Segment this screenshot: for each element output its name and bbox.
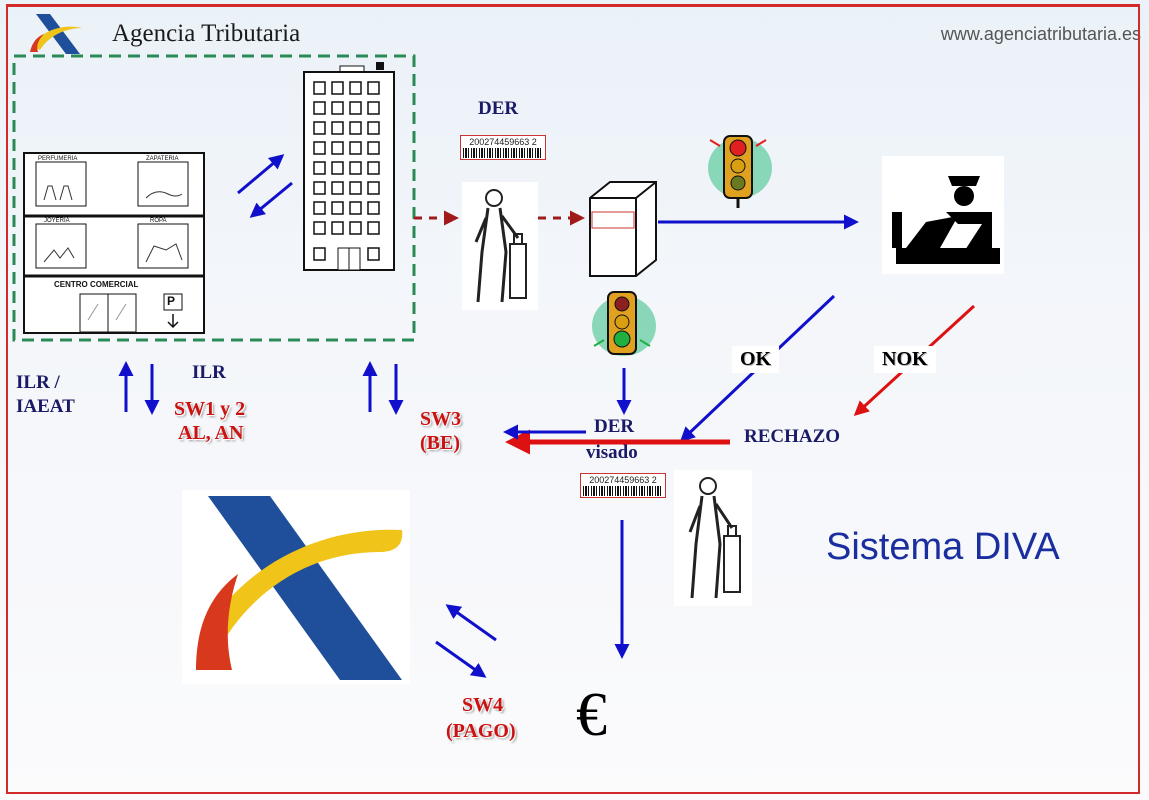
slide-frame: [6, 4, 1140, 794]
building-window: [313, 247, 326, 261]
sw12-label-line2: AL, AN: [178, 422, 244, 444]
building-window: [367, 101, 380, 115]
building-window: [313, 141, 326, 155]
building-window: [313, 201, 326, 215]
building-window: [349, 161, 362, 175]
building-window: [349, 221, 362, 235]
building-window: [313, 181, 326, 195]
traveler-icon: [462, 182, 538, 310]
building-window: [313, 101, 326, 115]
der-barcode: 200274459663 2: [460, 135, 546, 160]
building-window: [367, 121, 380, 135]
sw3-label-line2: (BE): [420, 432, 460, 454]
building-window: [367, 141, 380, 155]
ilr-iaeat-label-line1: ILR /: [16, 372, 60, 393]
shopping-mall-icon: [23, 152, 205, 334]
shop-label-perfumeria: PERFUMERIA: [38, 156, 78, 162]
building-window: [367, 181, 380, 195]
building-window: [331, 201, 344, 215]
agencia-tributaria-logo-icon: [30, 14, 82, 54]
building-window: [349, 201, 362, 215]
office-building-icon: [303, 62, 395, 271]
traffic-light-green-icon: [592, 291, 656, 356]
building-window: [331, 81, 344, 95]
traveler-visado-icon: [674, 470, 752, 606]
barcode-bars: [583, 486, 663, 496]
building-window: [331, 101, 344, 115]
der-visado-label-line1: DER: [594, 416, 635, 437]
building-window: [367, 221, 380, 235]
der-barcode-number: 200274459663 2: [469, 137, 537, 147]
customs-officer-icon: [882, 156, 1004, 274]
shop-label-zapateria: ZAPATERIA: [146, 156, 179, 162]
building-window: [349, 141, 362, 155]
building-window: [367, 247, 380, 261]
rechazo-label: RECHAZO: [744, 426, 841, 447]
building-window: [313, 221, 326, 235]
building-window: [331, 181, 344, 195]
building-window: [331, 161, 344, 175]
ok-label: OK: [732, 346, 780, 373]
aeat-large-logo-icon: [182, 490, 410, 684]
parking-sign: P: [167, 294, 176, 308]
traffic-light-red-icon: [708, 135, 772, 208]
kiosk-terminal-icon: [589, 181, 657, 277]
sistema-diva-title: Sistema DIVA: [826, 526, 1060, 568]
ilr-label: ILR: [192, 362, 226, 383]
mall-name: CENTRO COMERCIAL: [54, 280, 139, 289]
building-window: [313, 121, 326, 135]
building-window: [349, 101, 362, 115]
building-window: [313, 81, 326, 95]
building-window: [331, 221, 344, 235]
der-visado-barcode-number: 200274459663 2: [589, 475, 657, 485]
sw3-label-line1: SW3: [420, 408, 462, 430]
building-window: [331, 141, 344, 155]
der-visado-label-line2: visado: [586, 442, 638, 463]
shop-label-ropa: ROPA: [150, 218, 167, 224]
nok-label: NOK: [874, 346, 936, 373]
shop-label-joyeria: JOYERIA: [44, 218, 70, 224]
website-url[interactable]: www.agenciatributaria.es: [940, 24, 1141, 44]
building-window: [367, 81, 380, 95]
euro-symbol: €: [576, 681, 607, 749]
building-window: [313, 161, 326, 175]
building-window: [331, 121, 344, 135]
barcode-bars: [463, 148, 543, 158]
building-window: [367, 161, 380, 175]
building-window: [349, 121, 362, 135]
sw4-label-line1: SW4: [462, 694, 504, 716]
building-window: [349, 181, 362, 195]
retail-area-dashed-box: [12, 54, 416, 342]
building-window: [349, 81, 362, 95]
ilr-iaeat-label-line2: IAEAT: [16, 396, 75, 417]
der-visado-barcode: 200274459663 2: [580, 473, 666, 498]
building-window: [367, 201, 380, 215]
brand-title: Agencia Tributaria: [112, 20, 301, 47]
der-label: DER: [478, 98, 519, 119]
sw12-label-line1: SW1 y 2: [174, 398, 246, 420]
sw4-label-line2: (PAGO): [446, 720, 516, 742]
